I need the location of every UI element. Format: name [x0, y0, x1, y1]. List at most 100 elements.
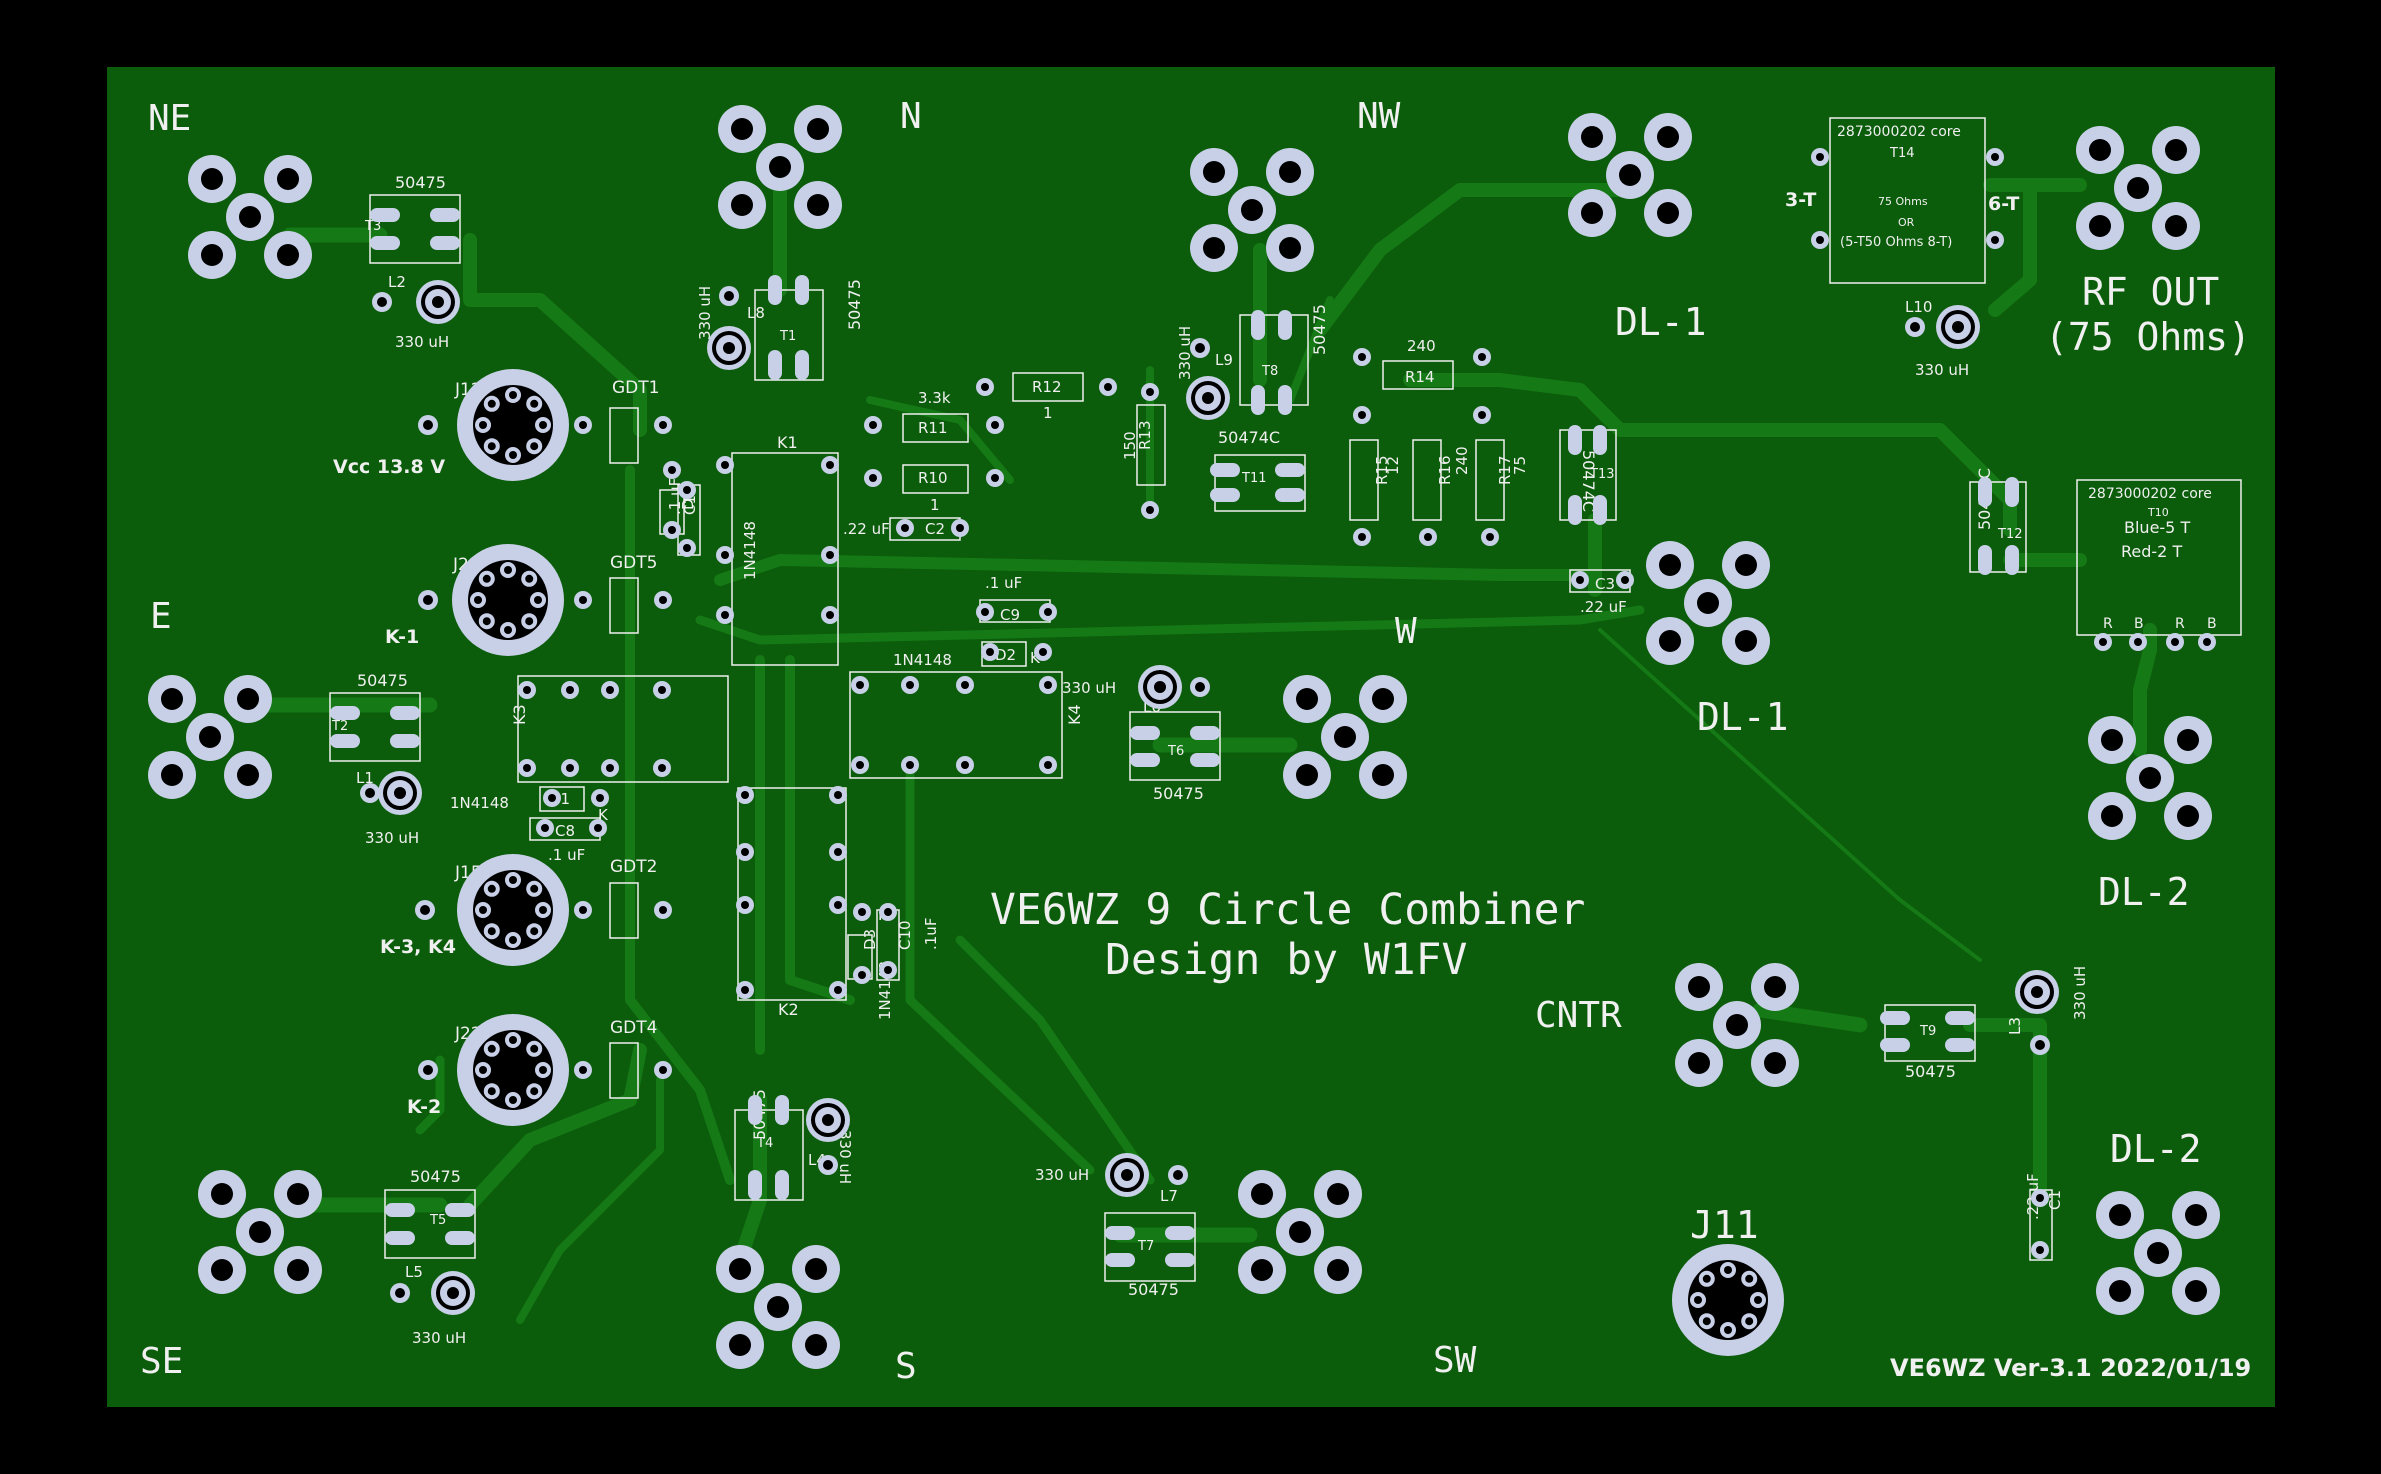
c2-ref: C2: [925, 520, 945, 538]
t13-value: 50474C: [1579, 450, 1598, 512]
pads-layer: [148, 105, 2220, 1369]
t7-ref: T7: [1137, 1239, 1154, 1254]
transformer-pad-v-17: [2005, 477, 2019, 507]
relay-k2-outline: [737, 787, 847, 1001]
label-k1: K-1: [385, 626, 419, 648]
r13-value: 150: [1121, 431, 1139, 460]
gdt5-outline: [609, 577, 639, 634]
l2-ref: L2: [388, 273, 406, 291]
transformer-pad-v-13: [1593, 425, 1607, 455]
label-se: SE: [140, 1341, 183, 1382]
l10-value: 330 uH: [1915, 361, 1969, 379]
c8-value: .1 uF: [548, 846, 585, 864]
l3-ref: L3: [2006, 1017, 2024, 1035]
transformer-pad-h-22: [1880, 1038, 1910, 1052]
t14-line1: 75 Ohms: [1878, 195, 1928, 208]
k1-ref: K1: [777, 433, 798, 452]
t10-line2: Red-2 T: [2121, 542, 2182, 561]
r10-outline: [902, 464, 969, 494]
t2-outline: [329, 692, 421, 762]
t8-outline: [1239, 314, 1309, 406]
t2-ref: T2: [331, 719, 348, 734]
label-vcc: Vcc 13.8 V: [333, 456, 445, 478]
r14-value: 240: [1407, 337, 1436, 355]
t4-ref: T4: [756, 1136, 773, 1151]
inductor-labels: L2 330 uH L1 330 uH L5 330 uH L8 330 uH …: [356, 273, 2089, 1347]
transformer-pad-h-3: [430, 236, 460, 250]
l6-value: 330 uH: [1062, 679, 1116, 697]
t7-value: 50475: [1128, 1280, 1179, 1299]
r17-value: 75: [1511, 456, 1529, 475]
l1-value: 330 uH: [365, 829, 419, 847]
r10-ref: R10: [918, 469, 948, 487]
c9-value: .1 uF: [985, 574, 1022, 592]
t6-value: 50475: [1153, 784, 1204, 803]
transformer-pad-h-8: [385, 1203, 415, 1217]
transformer-pad-h-14: [1130, 753, 1160, 767]
d1-k: K: [598, 806, 609, 824]
t7-outline: [1104, 1212, 1196, 1282]
transformer-pad-v-8: [1251, 310, 1265, 340]
l10-ref: L10: [1905, 298, 1932, 316]
transformer-pad-h-2: [370, 236, 400, 250]
r10-value: 1: [930, 496, 940, 514]
label-dl1-top: DL-1: [1615, 300, 1707, 344]
relay-k3-outline: [517, 675, 729, 783]
title-line-1: VE6WZ 9 Circle Combiner: [990, 885, 1585, 935]
l9-ref: L9: [1215, 351, 1233, 369]
transformer-pad-h-18: [1105, 1253, 1135, 1267]
t11-outline: [1214, 454, 1306, 512]
r16-ref: R16: [1436, 455, 1454, 485]
resistor-labels: 3.3k R11 R10 1 R12 1 R13 150 240 R14 R15…: [918, 337, 1529, 514]
transformer-pad-h-21: [1945, 1011, 1975, 1025]
relay-labels: K1 K2 K3 K4: [510, 433, 1084, 1019]
transformer-pad-h-17: [1165, 1226, 1195, 1240]
t2-value: 50475: [357, 671, 408, 690]
direction-labels: NE N NW E W SE S SW CNTR: [140, 96, 1622, 1387]
label-rf-ohms: (75 Ohms): [2045, 315, 2251, 359]
t5-outline: [384, 1189, 476, 1259]
t3-ref: T3: [364, 219, 381, 234]
r15-value: 12: [1384, 456, 1402, 475]
d2-part: 1N4148: [893, 651, 952, 669]
transformer-pad-v-3: [795, 350, 809, 380]
transformer-pad-h-10: [385, 1231, 415, 1245]
t3-value: 50475: [395, 173, 446, 192]
label-j11: J11: [1690, 1203, 1759, 1247]
label-w: W: [1395, 611, 1417, 652]
label-nw: NW: [1357, 96, 1401, 137]
t14-line2: OR: [1898, 216, 1915, 229]
label-dl2-bottom: DL-2: [2110, 1127, 2202, 1171]
t1-ref: T1: [779, 329, 796, 344]
transformer-pad-h-26: [1210, 488, 1240, 502]
c10-value: .1uF: [922, 918, 940, 950]
r12-outline: [1012, 372, 1084, 402]
r16-outline: [1412, 439, 1442, 521]
connector-labels: J12 Vcc 13.8 V J23 K-1 J15 K-3, K4 J22 K…: [333, 378, 659, 1118]
transformer-pad-v-15: [1593, 495, 1607, 525]
l8-value: 330 uH: [696, 286, 714, 340]
c2-value: .22 uF: [843, 520, 890, 538]
transformer-pad-h-24: [1210, 463, 1240, 477]
transformer-pad-v-0: [768, 275, 782, 305]
label-cntr: CNTR: [1535, 995, 1622, 1036]
t8-value: 50475: [1310, 304, 1329, 355]
d1-outline: [539, 786, 585, 812]
r12-ref: R12: [1032, 378, 1062, 396]
label-s: S: [895, 1346, 917, 1387]
t12-outline: [1969, 481, 2027, 573]
d2-ref: D2: [995, 646, 1016, 664]
transformer-pad-v-6: [748, 1170, 762, 1200]
transformer-pad-h-13: [1190, 726, 1220, 740]
transformer-pad-v-9: [1278, 310, 1292, 340]
transformer-pad-h-0: [370, 208, 400, 222]
transformer-labels: 50475 50475 50475 50475 50475 50475 5047…: [331, 173, 2022, 1299]
t9-ref: T9: [1919, 1024, 1936, 1039]
t14-core: 2873000202 core: [1837, 124, 1961, 140]
t3-outline: [369, 194, 461, 264]
t14-right-pin: 6-T: [1988, 193, 2019, 215]
t5-value: 50475: [410, 1167, 461, 1186]
transformer-pad-h-7: [390, 734, 420, 748]
